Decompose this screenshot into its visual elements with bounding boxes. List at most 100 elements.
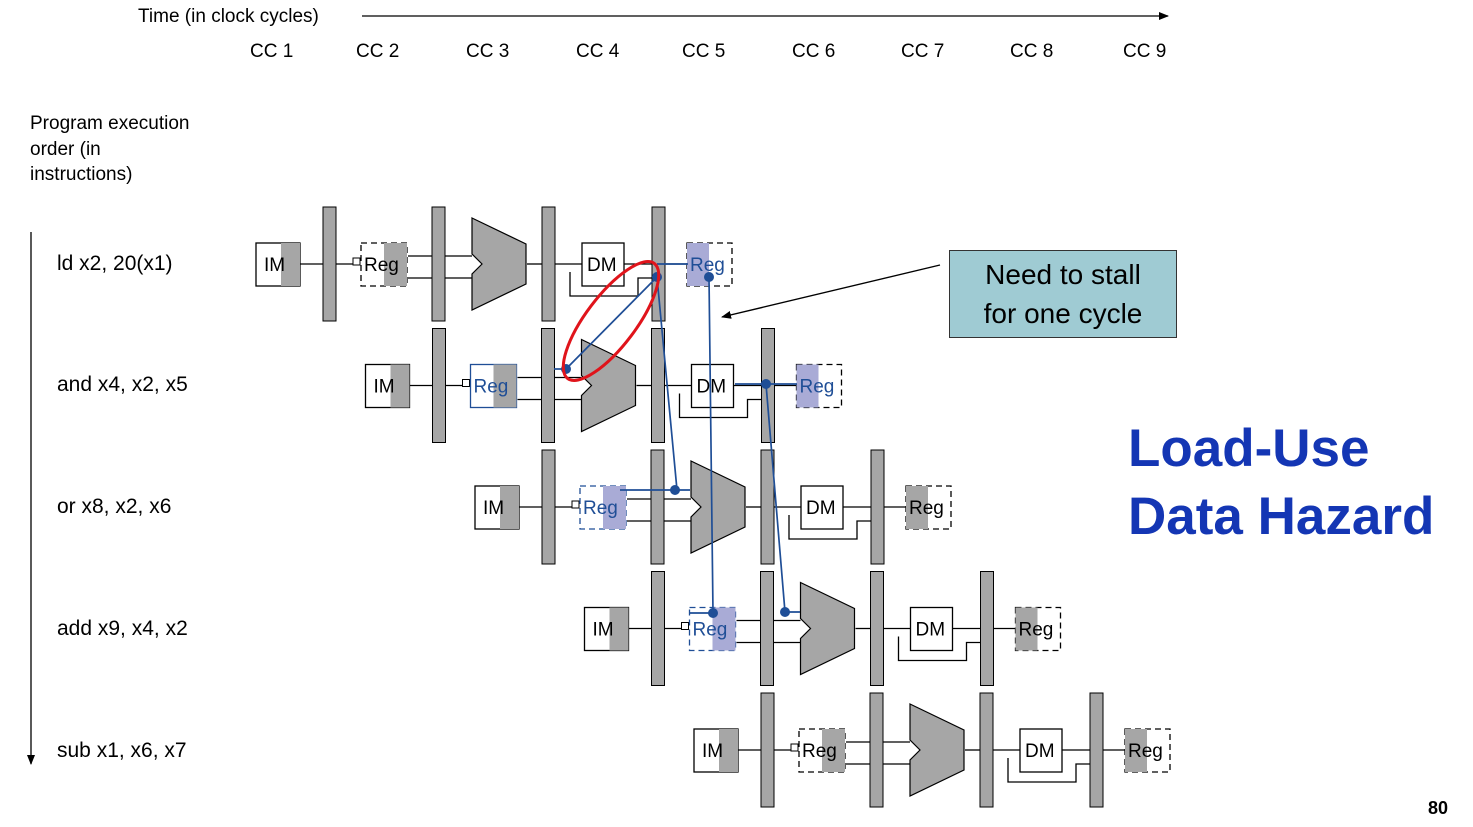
wire xyxy=(1007,758,1090,783)
reg-read-label: Reg xyxy=(364,255,399,276)
dm-box xyxy=(909,606,954,652)
reg-read-shade xyxy=(493,364,517,408)
dm-label: DM xyxy=(916,620,946,641)
wire-junction xyxy=(790,743,799,752)
id-ex-latch xyxy=(760,571,774,686)
mem-wb-latch xyxy=(870,449,885,565)
instruction-label: or x8, x2, x6 xyxy=(57,495,172,518)
title-line: Data Hazard xyxy=(1128,487,1435,546)
alu-shape xyxy=(471,217,527,311)
id-ex-latch xyxy=(541,328,555,443)
slide-title: Load-Use Data Hazard xyxy=(1128,415,1473,551)
pipeline-row: IM Reg DM Reg xyxy=(364,328,843,443)
wire xyxy=(788,515,871,540)
forwarding-line xyxy=(690,276,714,614)
im-label: IM xyxy=(264,255,285,276)
stall-ellipse xyxy=(561,260,661,382)
pipeline-row: IM Reg DM Reg xyxy=(583,571,1062,686)
reg-write-label: Reg xyxy=(909,498,944,519)
mem-wb-latch xyxy=(1089,692,1104,808)
reg-read-shade xyxy=(603,486,626,529)
clock-cycle-label: CC 5 xyxy=(682,41,726,62)
if-id-latch xyxy=(541,449,556,565)
if-id-latch xyxy=(651,571,665,686)
reg-write-shade xyxy=(796,364,819,408)
pipeline-row: IM Reg DM Reg xyxy=(693,692,1171,808)
instruction-label: sub x1, x6, x7 xyxy=(57,739,187,762)
dm-label: DM xyxy=(806,498,836,519)
reg-write-shade xyxy=(1015,607,1038,651)
im-label: IM xyxy=(593,620,614,641)
order-axis-label: Program execution order (in instructions… xyxy=(30,113,190,185)
instruction-label: and x4, x2, x5 xyxy=(57,373,188,396)
forwarding-dot xyxy=(780,607,790,617)
reg-write-label: Reg xyxy=(690,255,725,276)
wire xyxy=(678,393,762,419)
id-ex-latch xyxy=(869,692,884,808)
forwarding-dot xyxy=(761,379,771,389)
alu-shape xyxy=(690,460,746,554)
reg-write-label: Reg xyxy=(1019,620,1054,641)
forwarding-dot xyxy=(670,485,680,495)
ex-mem-latch xyxy=(541,206,556,322)
if-id-latch xyxy=(322,206,337,322)
callout-line: for one cycle xyxy=(983,298,1143,329)
if-id-latch xyxy=(760,692,775,808)
title-line: Load-Use xyxy=(1128,419,1370,478)
dm-box xyxy=(690,363,735,409)
wire-junction xyxy=(681,622,689,630)
clock-cycle-label: CC 8 xyxy=(1010,41,1054,62)
ex-mem-latch xyxy=(870,571,884,686)
reg-read-label: Reg xyxy=(583,498,618,519)
instruction-label: ld x2, 20(x1) xyxy=(57,252,173,275)
im-shade xyxy=(609,607,629,651)
forwarding-dot xyxy=(708,608,718,618)
alu-shape xyxy=(799,581,856,676)
im-label: IM xyxy=(702,741,723,762)
im-shade xyxy=(390,364,410,408)
alu-shape xyxy=(909,703,965,797)
dm-label: DM xyxy=(697,377,727,398)
id-ex-latch xyxy=(431,206,446,322)
alu-shape xyxy=(580,338,637,433)
reg-read-shade xyxy=(712,607,736,651)
clock-cycle-label: CC 7 xyxy=(901,41,945,62)
clock-cycle-label: CC 6 xyxy=(792,41,836,62)
im-label: IM xyxy=(483,498,504,519)
wire xyxy=(897,636,981,662)
reg-write-label: Reg xyxy=(800,377,835,398)
reg-read-label: Reg xyxy=(693,620,728,641)
wire-junction xyxy=(352,257,361,266)
reg-read-shade xyxy=(822,729,845,772)
id-ex-latch xyxy=(650,449,665,565)
page-number: 80 xyxy=(1428,798,1449,818)
im-shade xyxy=(500,486,519,529)
reg-write-shade xyxy=(687,243,709,286)
im-shade xyxy=(281,243,300,286)
callout-pointer-arrow xyxy=(721,264,941,319)
clock-cycle-label: CC 3 xyxy=(466,41,510,62)
stall-callout: Need to stall for one cycle xyxy=(949,250,1177,338)
reg-read-shade xyxy=(384,243,407,286)
instruction-label: add x9, x4, x2 xyxy=(57,617,188,640)
pipeline-row: IM Reg DM Reg xyxy=(474,449,952,565)
clock-cycle-label: CC 1 xyxy=(250,41,294,62)
ex-mem-latch xyxy=(760,449,775,565)
forwarding-dot xyxy=(704,272,714,282)
reg-write-shade xyxy=(906,486,928,529)
reg-write-label: Reg xyxy=(1128,741,1163,762)
reg-read-label: Reg xyxy=(474,377,509,398)
clock-cycle-label: CC 4 xyxy=(576,41,620,62)
ex-mem-latch xyxy=(979,692,994,808)
wire-junction xyxy=(571,500,580,509)
clock-cycle-label: CC 9 xyxy=(1123,41,1167,62)
callout-line: Need to stall xyxy=(985,259,1141,290)
dm-box xyxy=(1019,728,1063,773)
dm-label: DM xyxy=(1025,741,1055,762)
if-id-latch xyxy=(432,328,446,443)
reg-read-label: Reg xyxy=(802,741,837,762)
dm-box xyxy=(800,485,844,530)
ex-mem-latch xyxy=(651,328,665,443)
im-label: IM xyxy=(374,377,395,398)
